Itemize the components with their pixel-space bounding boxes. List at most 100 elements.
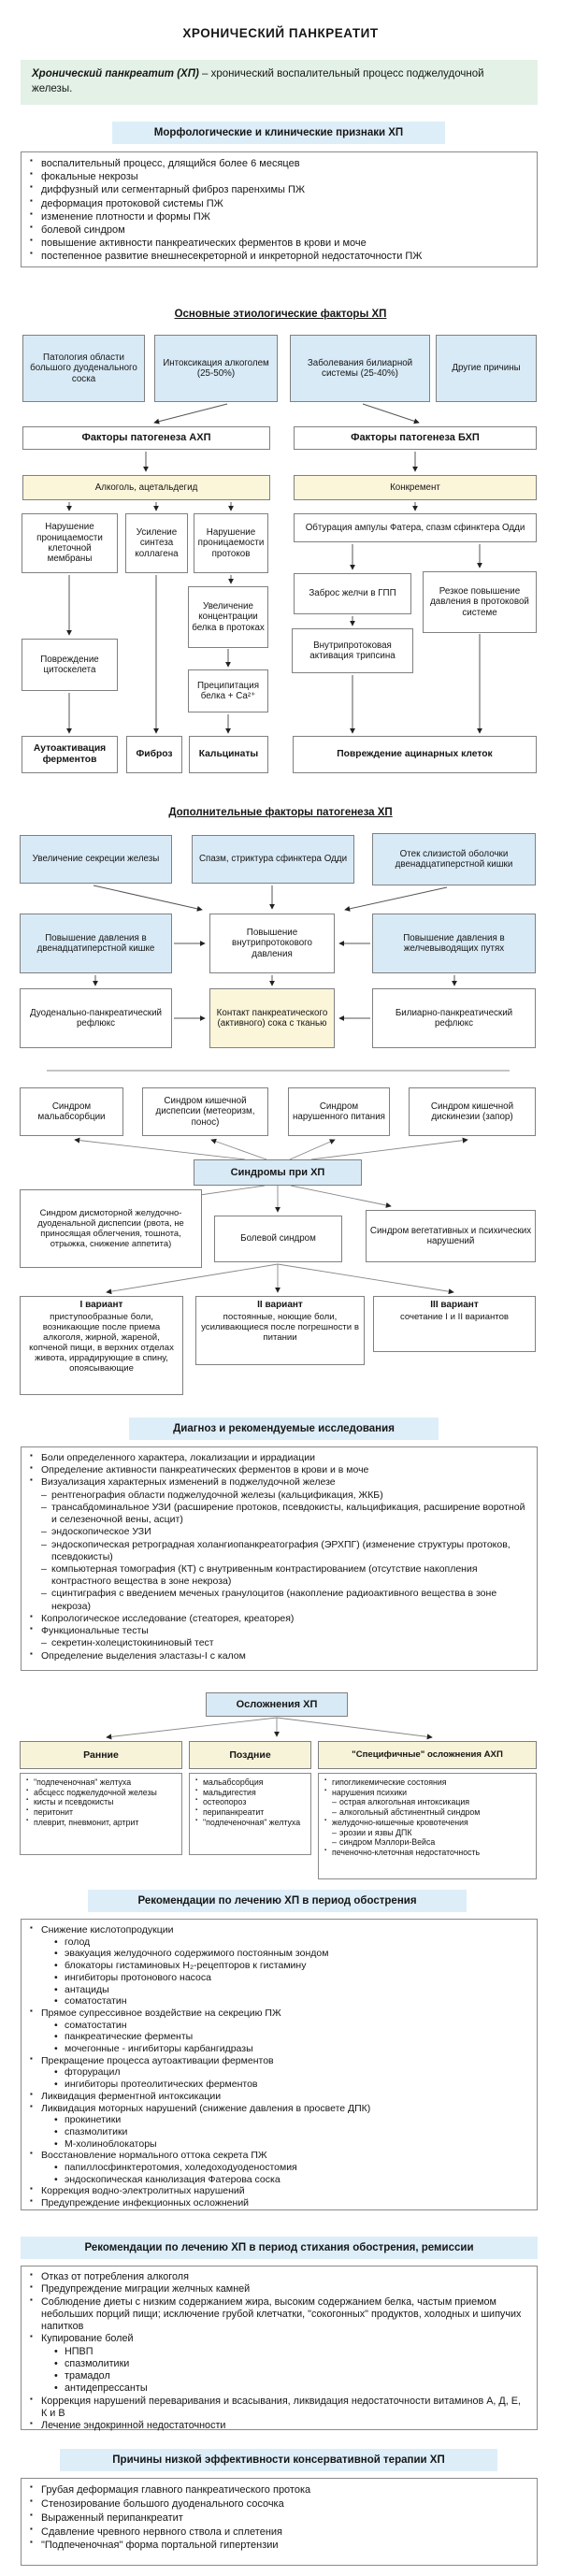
node-membrane-permeability: Нарушение проницаемости клеточной мембра… xyxy=(22,513,118,573)
node-intestinal-dyskinesia-syndrome: Синдром кишечной дискинезии (запор) xyxy=(409,1087,536,1136)
list-item: Ликвидация ферментной интоксикации xyxy=(29,2090,529,2103)
early-complications-list: "подпеченочная" желтухаабсцесс поджелудо… xyxy=(20,1773,182,1855)
node-early-complications-header: Ранние xyxy=(20,1741,182,1769)
list-item: нарушения психики xyxy=(324,1788,532,1798)
node-trypsin-activation: Внутрипротоковая активация трипсина xyxy=(292,628,413,673)
list-item: болевой синдром xyxy=(29,223,529,237)
variant-1-body: приступообразные боли, возникающие после… xyxy=(29,1311,174,1374)
list-item: панкреатические ферменты xyxy=(54,2031,529,2043)
list-item: папиллосфинктеротомия, холедоходуоденост… xyxy=(54,2162,529,2174)
list-item: антидепрессанты xyxy=(54,2382,529,2396)
variant-2-body: постоянные, ноющие боли, усиливающиеся п… xyxy=(201,1311,359,1343)
node-fater-obturation: Обтурация ампулы Фатера, спазм сфинктера… xyxy=(294,513,537,542)
definition-text: – хронический воспалительный процесс под… xyxy=(32,68,484,94)
list-item: фокальные некрозы xyxy=(29,169,529,183)
list-item: мальдигестия xyxy=(194,1788,307,1798)
variant-3-body: сочетание I и II вариантов xyxy=(399,1311,510,1322)
page-title: ХРОНИЧЕСКИЙ ПАНКРЕАТИТ xyxy=(182,26,379,40)
list-item: Восстановление нормального оттока секрет… xyxy=(29,2149,529,2162)
section-header-additional-factors: Дополнительные факторы патогенеза ХП xyxy=(168,807,393,818)
list-item: трамадол xyxy=(54,2370,529,2383)
list-item: деформация протоковой системы ПЖ xyxy=(29,196,529,210)
node-alcohol-acetaldehyde: Алкоголь, ацетальдегид xyxy=(22,475,270,500)
diagnosis-list: Боли определенного характера, локализаци… xyxy=(21,1446,538,1671)
treatment-remission-list: Отказ от потребления алкоголяПредупрежде… xyxy=(21,2266,538,2432)
list-item: повышение активности панкреатических фер… xyxy=(29,236,529,250)
list-item: блокаторы гистаминовых Н₂-рецепторов к г… xyxy=(54,1960,529,1972)
list-item: "подпеченочная" желтуха xyxy=(194,1818,307,1828)
list-item: Визуализация характерных изменений в под… xyxy=(29,1475,529,1489)
node-late-complications-header: Поздние xyxy=(189,1741,311,1769)
list-item: "Подпеченочная" форма портальной гиперте… xyxy=(29,2538,529,2553)
node-duodenal-mucosa-edema: Отек слизистой оболочки двенадцатиперстн… xyxy=(372,833,536,885)
node-protein-precipitation: Преципитация белка + Са²⁺ xyxy=(188,669,268,712)
list-item: соматостатин xyxy=(54,1995,529,2008)
morphology-list: воспалительный процесс, длящийся более 6… xyxy=(21,151,538,267)
list-item: трансабдоминальное УЗИ (расширение прото… xyxy=(41,1502,529,1526)
node-concrement: Конкремент xyxy=(294,475,537,500)
node-pain-variant-3: III вариант сочетание I и II вариантов xyxy=(373,1296,536,1352)
node-collagen-synthesis: Усиление синтеза коллагена xyxy=(125,513,188,573)
node-acinar-cell-damage: Повреждение ацинарных клеток xyxy=(293,736,537,773)
node-calcinates: Кальцинаты xyxy=(189,736,268,773)
variant-2-title: II вариант xyxy=(257,1300,303,1310)
node-oddi-spasm-stricture: Спазм, стриктура сфинктера Одди xyxy=(192,835,354,884)
list-item: Лечение эндокринной недостаточности xyxy=(29,2419,529,2432)
section-header-treatment-remission: Рекомендации по лечению ХП в период стих… xyxy=(21,2237,538,2259)
list-item: антациды xyxy=(54,1984,529,1996)
list-item: Отказ от потребления алкоголя xyxy=(29,2270,529,2283)
list-item: Прямое супрессивное воздействие на секре… xyxy=(29,2007,529,2020)
node-cytoskeleton-damage: Повреждение цитоскелета xyxy=(22,639,118,691)
list-item: секретин-холецистокининовый тест xyxy=(41,1637,529,1649)
list-item: Купирование болей xyxy=(29,2332,529,2345)
list-item: Предупреждение инфекционных осложнений xyxy=(29,2196,529,2209)
list-item: ингибиторы протеолитических ферментов xyxy=(54,2079,529,2091)
definition-term: Хронический панкреатит (ХП) xyxy=(32,68,199,79)
list-item: эндоскопическая ретроградная холангиопан… xyxy=(41,1539,529,1563)
variant-1-title: I вариант xyxy=(79,1300,123,1310)
section-header-morphology: Морфологические и клинические признаки Х… xyxy=(112,122,445,144)
node-biliary-tract-pressure: Повышение давления в желчевыводящих путя… xyxy=(372,914,536,973)
list-item: воспалительный процесс, длящийся более 6… xyxy=(29,156,529,170)
list-item: изменение плотности и формы ПЖ xyxy=(29,209,529,223)
section-header-diagnosis: Диагноз и рекомендуемые исследования xyxy=(129,1418,439,1440)
list-item: сцинтиграфия с введением меченых грануло… xyxy=(41,1588,529,1612)
list-item: эндоскопическое УЗИ xyxy=(41,1526,529,1538)
list-item: спазмолитики xyxy=(54,2126,529,2138)
node-fibrosis: Фиброз xyxy=(126,736,182,773)
section-header-treatment-exacerbation: Рекомендации по лечению ХП в период обос… xyxy=(88,1890,467,1912)
section-header-low-efficacy: Причины низкой эффективности консерватив… xyxy=(60,2449,497,2471)
node-biliary-diseases: Заболевания билиарной системы (25-40%) xyxy=(290,335,430,402)
node-syndromes-center: Синдромы при ХП xyxy=(194,1159,362,1186)
list-item: перитонит xyxy=(25,1807,178,1818)
low-efficacy-list: Грубая деформация главного панкреатическ… xyxy=(21,2478,538,2566)
list-item: мочегонные - ингибиторы карбангидразы xyxy=(54,2043,529,2055)
list-item: Снижение кислотопродукции xyxy=(29,1923,529,1936)
list-item: ингибиторы протонового насоса xyxy=(54,1972,529,1984)
list-item: "подпеченочная" желтуха xyxy=(25,1777,178,1788)
list-item: НПВП xyxy=(54,2346,529,2359)
list-item: эндоскопическая канюлизация Фатерова сос… xyxy=(54,2174,529,2186)
node-bxp-pathogenesis-header: Факторы патогенеза БХП xyxy=(294,426,537,450)
node-gastroduodenal-dyspepsia-syndrome: Синдром дисмоторной желудочно-дуоденальн… xyxy=(20,1189,202,1268)
node-biliary-pancreatic-reflux: Билиарно-панкреатический рефлюкс xyxy=(372,988,536,1048)
node-papilla-pathology: Патология области большого дуоденального… xyxy=(22,335,145,402)
node-pancreatic-juice-contact: Контакт панкреатического (активного) сок… xyxy=(209,988,335,1048)
list-item: постепенное развитие внешнесекреторной и… xyxy=(29,249,529,263)
list-item: Прекращение процесса аутоактивации ферме… xyxy=(29,2054,529,2067)
definition-box: Хронический панкреатит (ХП) – хронически… xyxy=(21,60,538,105)
list-item: спазмолитики xyxy=(54,2358,529,2371)
node-duodenal-pressure: Повышение давления в двенадцатиперстной … xyxy=(20,914,172,973)
node-duodeno-pancreatic-reflux: Дуоденально-панкреатический рефлюкс xyxy=(20,988,172,1048)
node-secretion-increase: Увеличение секреции железы xyxy=(20,835,172,884)
list-item: Сдавление чревного нервного ствола и спл… xyxy=(29,2525,529,2540)
node-pain-syndrome: Болевой синдром xyxy=(214,1216,342,1262)
node-protein-concentration: Увеличение концентрации белка в протоках xyxy=(188,586,268,648)
list-item: Коррекция нарушений переваривания и всас… xyxy=(29,2395,529,2421)
node-enzyme-autoactivation: Аутоактивация ферментов xyxy=(22,736,118,773)
list-item: Стенозирование большого дуоденального со… xyxy=(29,2497,529,2511)
list-item: желудочно-кишечные кровотечения xyxy=(324,1818,532,1828)
list-item: диффузный или сегментарный фиброз паренх… xyxy=(29,182,529,196)
list-item: эвакуация желудочного содержимого постоя… xyxy=(54,1948,529,1960)
